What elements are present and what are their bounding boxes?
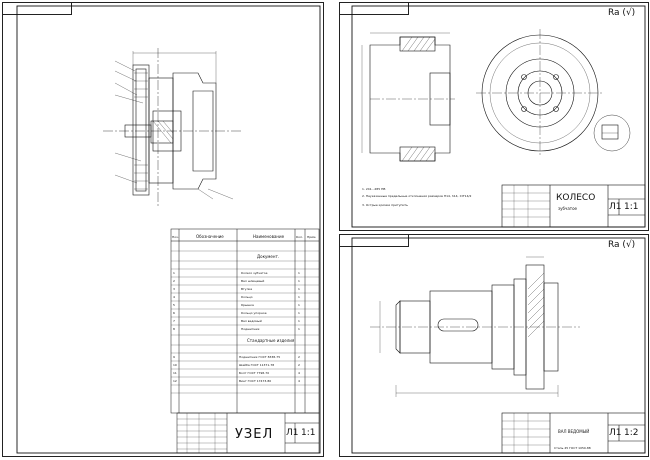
assembly-drawing (16, 5, 321, 454)
spec-section-standard: Стандартные изделия (247, 338, 295, 343)
shaft-title: ВАЛ ВЕДОМЫЙ (558, 429, 590, 434)
gear-note: 2. Неуказанные предельные отклонения раз… (362, 194, 472, 198)
assembly-sheet-num: Л1 (286, 428, 299, 438)
spec-row-qty: 1 (298, 271, 300, 275)
spec-row-pos: 6 (173, 311, 175, 315)
spec-row-pos: 2 (173, 279, 175, 283)
spec-header-note: Прим. (307, 235, 317, 239)
spec-row-pos: 7 (173, 319, 175, 323)
spec-row-qty: 1 (298, 279, 300, 283)
spec-row-qty: 1 (298, 295, 300, 299)
gear-note: 1. 241...285 HB (362, 187, 386, 191)
std-row-name: Подшипник ГОСТ 8338-75 (239, 355, 281, 359)
std-row-name: Винт ГОСТ 17473-80 (239, 379, 272, 383)
shaft-sheet: Ra (√) ВАЛ ВЕДОМЫЙ Л1 1:2 Сталь 45 ГОСТ … (339, 234, 649, 457)
spec-row-qty: 1 (298, 287, 300, 291)
gear-scale: 1:1 (624, 202, 639, 212)
spec-header-qty: Кол. (296, 235, 303, 239)
spec-row-pos: 8 (173, 327, 175, 331)
gear-note: 3. Острые кромки притупить (362, 203, 408, 207)
assembly-sheet: Поз. Обозначение Наименование Кол. Прим.… (2, 2, 324, 457)
gear-title: КОЛЕСО (556, 193, 596, 203)
spec-row-name: Кольцо упорное (241, 311, 267, 315)
spec-header-designation: Обозначение (196, 234, 224, 239)
std-row-qty: 2 (298, 363, 300, 367)
gear-sheet-num: Л1 (609, 202, 622, 212)
spec-row-name: Кольцо (241, 295, 253, 299)
spec-row-pos: 4 (173, 295, 175, 299)
gear-subtitle: зубчатое (558, 206, 578, 211)
std-row-name: Шайба ГОСТ 11371-78 (239, 363, 275, 367)
sheet-corner-tag (339, 2, 409, 15)
std-row-pos: 10 (173, 363, 177, 367)
spec-row-name: Крышка (241, 303, 254, 307)
spec-row-pos: 3 (173, 287, 175, 291)
spec-row-name: Подшипник (241, 327, 260, 331)
gear-drawing (351, 5, 646, 228)
spec-row-name: Колесо зубчатое (241, 271, 268, 275)
shaft-roughness-mark: Ra (√) (608, 240, 636, 250)
spec-row-name: Втулка (241, 287, 253, 291)
std-row-qty: 4 (298, 371, 300, 375)
gear-sheet: Ra (√) 1. 241...285 HB 2. Неуказанные пр… (339, 2, 649, 231)
assembly-title: УЗЕЛ (235, 427, 274, 442)
shaft-drawing (351, 237, 646, 454)
std-row-qty: 4 (298, 379, 300, 383)
spec-row-qty: 1 (298, 303, 300, 307)
std-row-pos: 9 (173, 355, 175, 359)
assembly-scale: 1:1 (301, 428, 316, 438)
spec-section-docs: Документ. (257, 254, 280, 259)
shaft-sheet-num: Л1 (609, 428, 622, 438)
std-row-pos: 11 (173, 371, 177, 375)
sheet-corner-tag (2, 2, 72, 15)
spec-row-name: Вал ведомый (241, 319, 262, 323)
spec-row-qty: 1 (298, 311, 300, 315)
spec-row-qty: 1 (298, 319, 300, 323)
spec-header-pos: Поз. (172, 235, 179, 239)
shaft-scale: 1:2 (624, 428, 639, 438)
std-row-qty: 2 (298, 355, 300, 359)
spec-row-name: Вал шлицевый (241, 279, 265, 283)
spec-row-qty: 1 (298, 327, 300, 331)
spec-header-name: Наименование (253, 234, 285, 239)
shaft-material: Сталь 45 ГОСТ 1050-88 (554, 446, 591, 450)
spec-row-pos: 5 (173, 303, 175, 307)
sheet-corner-tag (339, 234, 409, 247)
std-row-name: Болт ГОСТ 7798-70 (239, 371, 270, 375)
spec-row-pos: 1 (173, 271, 175, 275)
std-row-pos: 12 (173, 379, 177, 383)
gear-roughness-mark: Ra (√) (608, 8, 636, 18)
